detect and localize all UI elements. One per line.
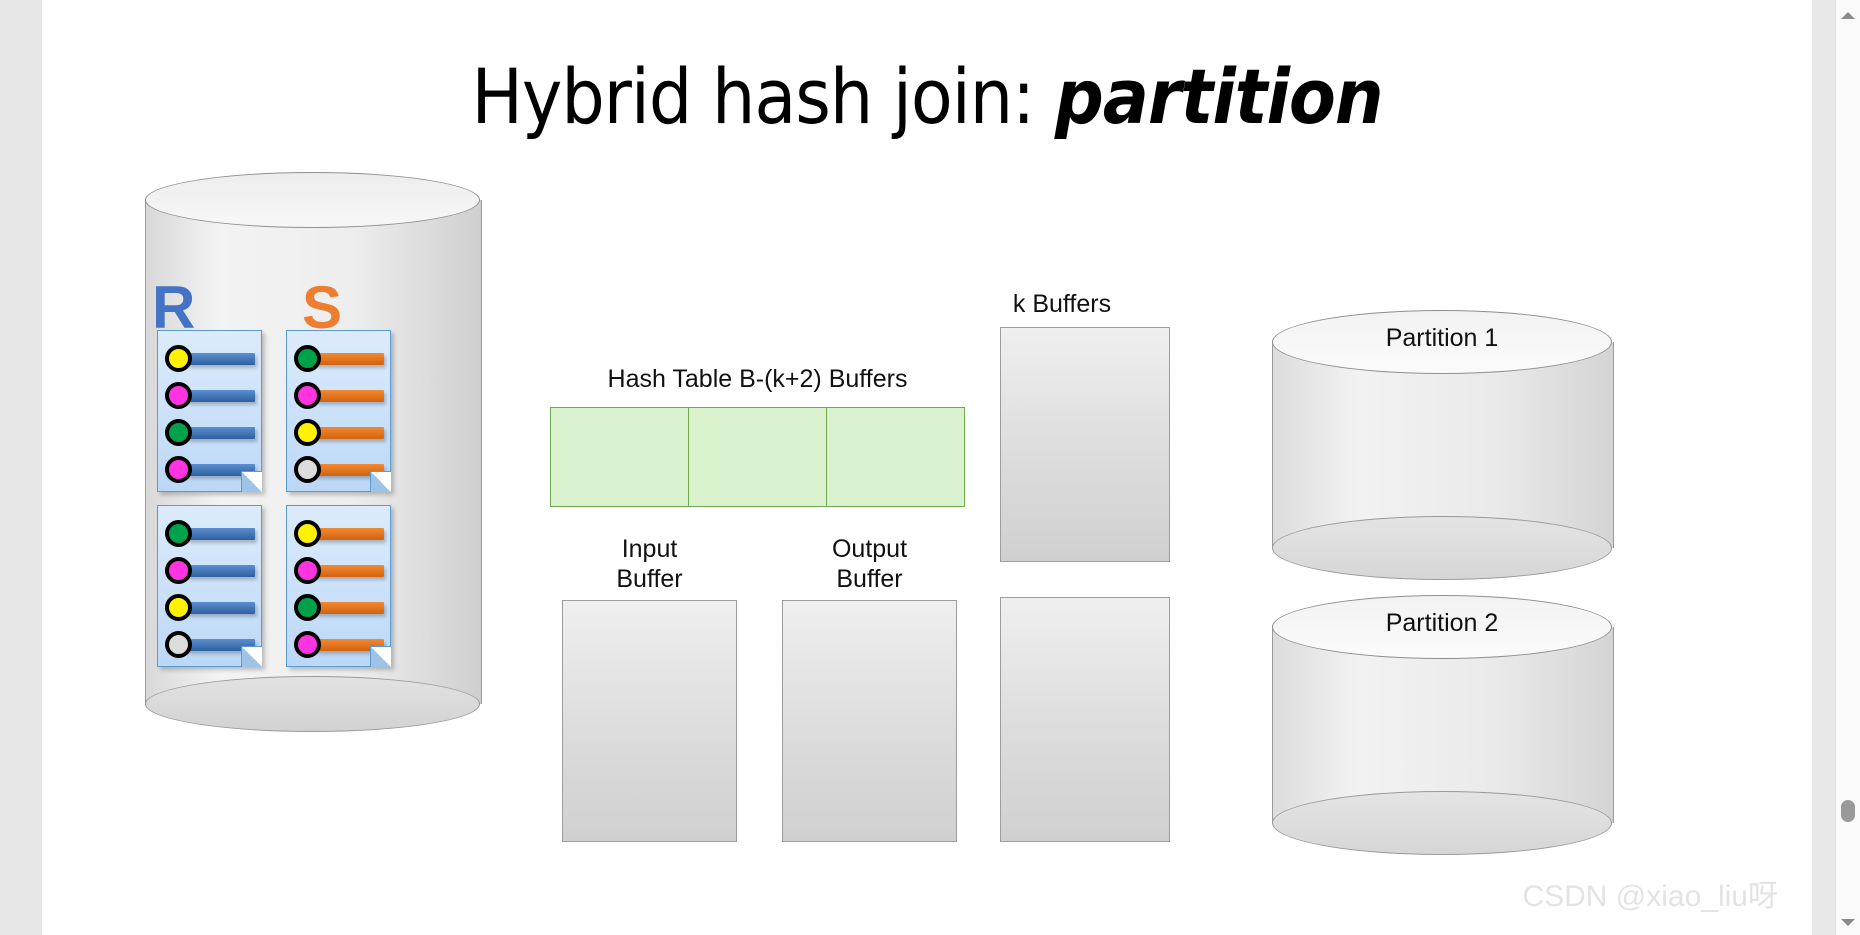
record-key-dot-white (294, 456, 321, 483)
record-row (165, 520, 255, 547)
partition-2-top-ellipse (1272, 595, 1612, 659)
record-payload-bar (316, 389, 384, 402)
record-payload-bar (316, 426, 384, 439)
record-row (294, 631, 384, 658)
input-buffer-label: Input Buffer (562, 535, 737, 597)
record-row (165, 382, 255, 409)
left-margin-gutter (0, 0, 42, 935)
record-payload-bar (187, 426, 255, 439)
scrollbar-thumb[interactable] (1841, 800, 1855, 822)
csdn-watermark: CSDN @xiao_liu呀 (1522, 880, 1778, 913)
partition-1-top-ellipse (1272, 310, 1612, 374)
record-payload-bar (316, 564, 384, 577)
output-buffer-box (782, 600, 957, 842)
record-key-dot-green (165, 520, 192, 547)
partition-cylinder-1: Partition 1 (1272, 310, 1614, 580)
record-row (294, 345, 384, 372)
record-key-dot-white (165, 631, 192, 658)
page-fold-corner-icon (370, 471, 391, 492)
record-row (294, 382, 384, 409)
record-payload-bar (187, 352, 255, 365)
page-fold-corner-icon (370, 646, 391, 667)
k-buffer-box-1 (1000, 327, 1170, 562)
record-payload-bar (316, 601, 384, 614)
scroll-down-arrow-icon[interactable] (1836, 911, 1860, 933)
s-card-1 (286, 330, 391, 492)
partition-1-label: Partition 1 (1385, 324, 1499, 352)
record-payload-bar (187, 638, 255, 651)
record-key-dot-magenta (165, 382, 192, 409)
record-row (294, 419, 384, 446)
output-buffer-label: Output Buffer (782, 535, 957, 597)
record-key-dot-yellow (165, 345, 192, 372)
record-payload-bar (187, 601, 255, 614)
record-row (294, 594, 384, 621)
hash-table-label: Hash Table B-(k+2) Buffers (607, 365, 908, 393)
record-key-dot-yellow (294, 520, 321, 547)
cylinder-top-ellipse (145, 172, 480, 228)
record-key-dot-green (294, 594, 321, 621)
input-buffer-box (562, 600, 737, 842)
record-row (294, 520, 384, 547)
record-payload-bar (187, 463, 255, 476)
page-title: Hybrid hash join: partition (42, 52, 1812, 141)
title-emphasis-text: partition (1054, 52, 1384, 141)
record-payload-bar (187, 527, 255, 540)
record-key-dot-magenta (294, 557, 321, 584)
partition-cylinder-2: Partition 2 (1272, 595, 1614, 855)
title-main-text: Hybrid hash join: (471, 52, 1055, 141)
k-buffer-box-2 (1000, 597, 1170, 842)
cylinder-bottom-ellipse (145, 676, 480, 732)
record-payload-bar (187, 389, 255, 402)
record-row (165, 345, 255, 372)
record-key-dot-yellow (165, 594, 192, 621)
page-fold-corner-icon (241, 471, 262, 492)
k-buffers-label: k Buffers (1012, 290, 1112, 318)
record-row (165, 631, 255, 658)
record-key-dot-green (294, 345, 321, 372)
r-card-2 (157, 505, 262, 667)
partition-2-label: Partition 2 (1385, 609, 1499, 637)
record-payload-bar (187, 564, 255, 577)
record-key-dot-magenta (165, 557, 192, 584)
relation-label-s: S (302, 274, 343, 341)
relation-label-r: R (152, 274, 196, 341)
partition-1-body (1272, 342, 1614, 548)
input-buffer-label-line2: Buffer (616, 564, 683, 593)
partition-2-bottom-ellipse (1272, 791, 1612, 855)
record-row (165, 456, 255, 483)
slide-canvas: Hybrid hash join: partition R S Hash Tab… (42, 0, 1812, 935)
record-payload-bar (316, 638, 384, 651)
record-payload-bar (316, 527, 384, 540)
vertical-scrollbar[interactable] (1835, 0, 1860, 935)
r-card-1 (157, 330, 262, 492)
record-row (165, 594, 255, 621)
hash-table-cell (689, 408, 827, 506)
output-buffer-label-line1: Output (831, 535, 908, 563)
record-row (165, 557, 255, 584)
scroll-up-arrow-icon[interactable] (1836, 4, 1860, 26)
record-payload-bar (316, 463, 384, 476)
hash-table-buffers (550, 407, 965, 507)
partition-1-bottom-ellipse (1272, 516, 1612, 580)
page-fold-corner-icon (241, 646, 262, 667)
record-row (165, 419, 255, 446)
record-key-dot-green (165, 419, 192, 446)
record-payload-bar (316, 352, 384, 365)
hash-table-cell (551, 408, 689, 506)
input-buffer-label-line1: Input (621, 535, 678, 563)
record-row (294, 557, 384, 584)
record-key-dot-magenta (165, 456, 192, 483)
record-key-dot-yellow (294, 419, 321, 446)
hash-table-cell (827, 408, 964, 506)
output-buffer-label-line2: Buffer (836, 564, 903, 593)
record-key-dot-magenta (294, 631, 321, 658)
record-key-dot-magenta (294, 382, 321, 409)
s-card-2 (286, 505, 391, 667)
record-row (294, 456, 384, 483)
